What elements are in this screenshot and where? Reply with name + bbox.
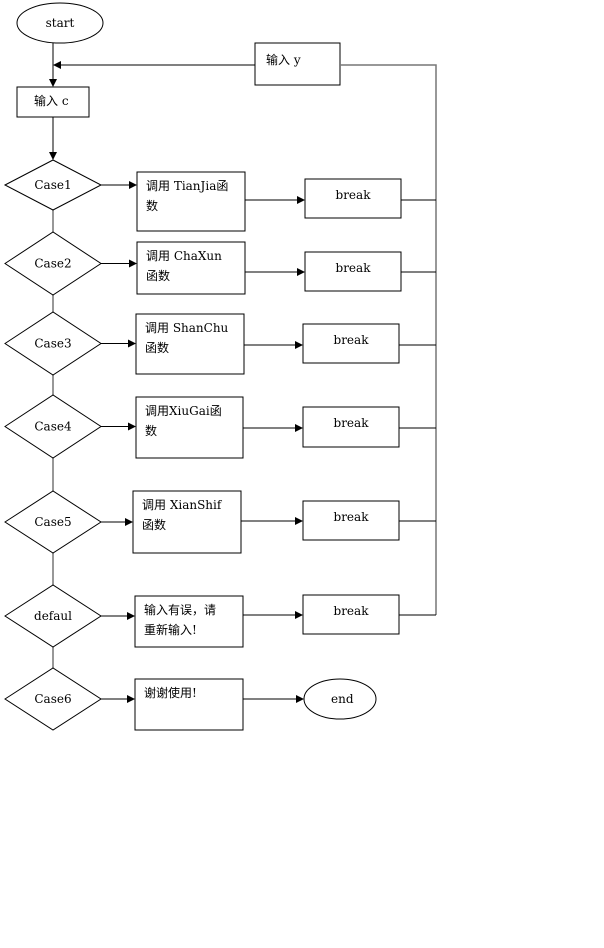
action-box: 调用 ShanChu 函数 (135, 313, 245, 375)
action-label-line1: 调用XiuGai函 (145, 404, 222, 418)
case-label: Case4 (34, 420, 72, 434)
break-box: break (302, 406, 400, 448)
action-label-line2: 函数 (145, 340, 169, 355)
action-label-line2: 重新输入! (144, 622, 197, 637)
case-label: Case2 (34, 257, 71, 271)
action-box: 调用 ChaXun 函数 (136, 241, 246, 295)
action-label-line1: 调用 ShanChu (145, 321, 229, 335)
case-row: Case2 调用 ChaXun 函数 break (4, 231, 436, 296)
action-label-line2: 函数 (142, 517, 166, 532)
input-c-label: 输入 c (34, 93, 69, 108)
action-box: 调用 XianShif 函数 (132, 490, 242, 554)
decision-diamond: Case2 (4, 231, 102, 296)
case-row: Case5 调用 XianShif 函数 break (4, 490, 436, 554)
decision-diamond: defaul (4, 584, 102, 648)
end-node: end (303, 678, 377, 720)
break-label: break (334, 604, 370, 618)
case-label: Case5 (34, 515, 71, 529)
input-c-node: 输入 c (16, 86, 90, 118)
start-label: start (46, 16, 75, 30)
case-label: Case6 (34, 692, 71, 706)
loop-return-line (340, 64, 437, 615)
input-y-node: 输入 y (254, 42, 341, 86)
case-row: Case3 调用 ShanChu 函数 break (4, 311, 436, 376)
action-label-line2: 函数 (146, 268, 170, 283)
break-label: break (334, 416, 370, 430)
case-label: defaul (34, 609, 72, 623)
action-label-line1: 调用 ChaXun (146, 249, 222, 263)
decision-diamond: Case4 (4, 394, 102, 459)
action-label-line1: 谢谢使用! (144, 685, 197, 700)
input-y-label: 输入 y (266, 52, 301, 67)
decision-diamond: Case5 (4, 490, 102, 554)
break-label: break (336, 188, 372, 202)
break-label: break (334, 333, 370, 347)
action-label-line2: 数 (145, 423, 157, 438)
case-row: Case6 谢谢使用! (4, 667, 304, 731)
action-label-line1: 输入有误，请 (144, 602, 216, 617)
start-node: start (16, 2, 104, 44)
decision-diamond: Case6 (4, 667, 102, 731)
break-box: break (302, 594, 400, 635)
break-label: break (334, 510, 370, 524)
case-label: Case3 (34, 337, 71, 351)
break-box: break (302, 500, 400, 541)
break-box: break (302, 323, 400, 364)
end-label: end (331, 692, 354, 706)
case-label: Case1 (34, 178, 71, 192)
decision-diamond: Case3 (4, 311, 102, 376)
action-box: 谢谢使用! (134, 678, 244, 731)
break-label: break (336, 261, 372, 275)
decision-diamond: Case1 (3, 159, 103, 211)
break-box: break (304, 251, 402, 292)
action-label-line2: 数 (146, 198, 158, 213)
action-label-line1: 调用 TianJia函 (146, 179, 228, 193)
break-box: break (304, 178, 402, 219)
action-label-line1: 调用 XianShif (142, 498, 223, 512)
